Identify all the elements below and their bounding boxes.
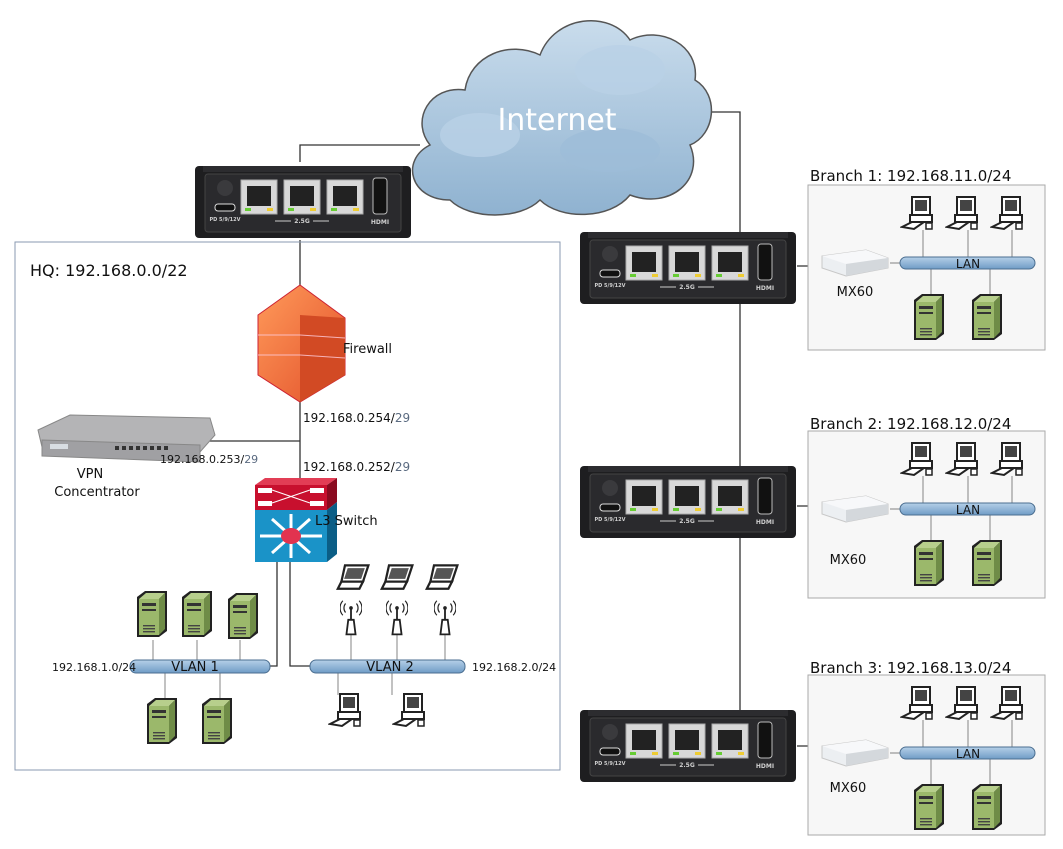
firewall-label: Firewall xyxy=(343,342,392,357)
vlan2-label: VLAN 2 xyxy=(366,660,413,675)
branch-3-router: PD 5/9/12V 2.5G HDMI xyxy=(580,710,796,782)
branch-title: Branch 2: 192.168.12.0/24 xyxy=(810,415,1011,433)
branch-title: Branch 1: 192.168.11.0/24 xyxy=(810,167,1011,185)
branch-2: Branch 2: 192.168.12.0/24 MX60 LAN xyxy=(807,415,1046,599)
access-point-icon xyxy=(386,599,408,636)
router-body xyxy=(580,710,796,782)
hq-router: PD 5/9/12V 2.5G HDMI xyxy=(195,166,411,238)
lan-bus xyxy=(899,746,1036,760)
router-body xyxy=(195,166,411,238)
server-icon xyxy=(972,294,1002,340)
server-icon xyxy=(972,784,1002,830)
vpn-label-line2: Concentrator xyxy=(54,485,140,500)
lan-label: LAN xyxy=(956,257,980,271)
router-port-label: 2.5G xyxy=(679,284,695,291)
branch-2-router: PD 5/9/12V 2.5G HDMI xyxy=(580,466,796,538)
access-point-icon xyxy=(340,599,362,636)
vlan1-bus: VLAN 1 xyxy=(129,659,271,675)
mx60-label: MX60 xyxy=(837,285,874,300)
laptop-icon xyxy=(380,564,414,590)
vlan2-bus: VLAN 2 xyxy=(309,659,466,675)
router-port-label: 2.5G xyxy=(679,762,695,769)
router-power-label: PD 5/9/12V xyxy=(595,761,626,767)
firewall-icon xyxy=(257,284,346,403)
branch-title: Branch 3: 192.168.13.0/24 xyxy=(810,659,1011,677)
vlan2-subnet: 192.168.2.0/24 xyxy=(472,661,556,674)
router-body xyxy=(580,466,796,538)
vlan2-devices xyxy=(329,564,459,727)
router-hdmi-label: HDMI xyxy=(756,285,774,292)
access-point-icon xyxy=(434,599,456,636)
router-power-label: PD 5/9/12V xyxy=(595,283,626,289)
branch-3: Branch 3: 192.168.13.0/24 MX60 LAN xyxy=(807,659,1046,836)
switch-ip: 192.168.0.252/29 xyxy=(303,460,410,474)
pc-icon xyxy=(393,693,425,727)
l3-switch-icon xyxy=(255,478,337,562)
vlan1-label: VLAN 1 xyxy=(171,660,218,675)
laptop-icon xyxy=(425,564,459,590)
router-port-label: 2.5G xyxy=(294,218,310,225)
mx60-label: MX60 xyxy=(830,781,867,796)
server-icon xyxy=(147,698,177,744)
server-icon xyxy=(182,591,212,637)
lan-bus xyxy=(899,256,1036,270)
server-icon xyxy=(137,591,167,637)
switch-label: L3 Switch xyxy=(315,514,378,529)
vpn-label-line1: VPN xyxy=(77,467,103,482)
vpn-ip: 192.168.0.253/29 xyxy=(160,453,258,466)
branch-1-router: PD 5/9/12V 2.5G HDMI xyxy=(580,232,796,304)
vlan1-servers xyxy=(137,591,258,744)
vlan1-subnet: 192.168.1.0/24 xyxy=(52,661,136,674)
router-body xyxy=(580,232,796,304)
internet-label: Internet xyxy=(497,103,616,138)
internet-cloud: Internet xyxy=(411,19,712,216)
lan-label: LAN xyxy=(956,503,980,517)
server-icon xyxy=(914,294,944,340)
branch-1: Branch 1: 192.168.11.0/24 MX60 LAN xyxy=(807,167,1046,351)
server-icon xyxy=(972,540,1002,586)
laptop-icon xyxy=(336,564,370,590)
vpn-concentrator-icon xyxy=(37,414,216,463)
mx60-label: MX60 xyxy=(830,553,867,568)
router-port-label: 2.5G xyxy=(679,518,695,525)
lan-label: LAN xyxy=(956,747,980,761)
router-power-label: PD 5/9/12V xyxy=(210,217,241,223)
server-icon xyxy=(202,698,232,744)
router-hdmi-label: HDMI xyxy=(756,763,774,770)
pc-icon xyxy=(329,693,361,727)
hq-title: HQ: 192.168.0.0/22 xyxy=(30,261,188,280)
lan-bus xyxy=(899,502,1036,516)
server-icon xyxy=(914,784,944,830)
hq-container xyxy=(14,241,561,771)
firewall-ip: 192.168.0.254/29 xyxy=(303,411,410,425)
router-hdmi-label: HDMI xyxy=(371,219,389,226)
router-power-label: PD 5/9/12V xyxy=(595,517,626,523)
server-icon xyxy=(914,540,944,586)
server-icon xyxy=(228,593,258,639)
router-hdmi-label: HDMI xyxy=(756,519,774,526)
